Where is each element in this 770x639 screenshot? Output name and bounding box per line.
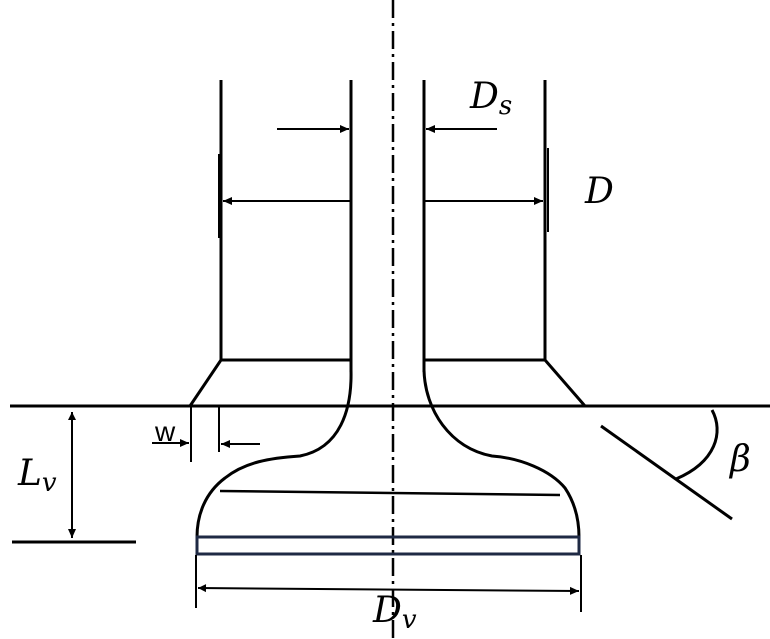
label-beta: β: [728, 439, 751, 480]
label-ds: Ds: [469, 76, 512, 121]
label-dv: Dv: [372, 590, 417, 635]
label-dv-sub: v: [402, 605, 417, 635]
seat-chamfer-right: [543, 359, 587, 407]
valve-head-inner-line: [219, 489, 561, 497]
label-ds-sub: s: [499, 91, 512, 121]
label-w: w: [154, 416, 176, 447]
label-lv-sub: v: [42, 468, 57, 498]
dv-dimension-line: [197, 584, 580, 595]
seat-chamfer-left: [188, 359, 223, 407]
beta-angle-line: [600, 424, 733, 521]
label-ds-main: D: [469, 76, 499, 117]
label-dv-main: D: [372, 590, 402, 631]
beta-angle-arc: [675, 409, 719, 481]
label-d: D: [584, 171, 614, 212]
label-lv-main: L: [17, 453, 42, 494]
valve-seat-band: [195, 535, 581, 556]
valve-profile: [195, 369, 581, 539]
label-lv: Lv: [17, 453, 57, 498]
